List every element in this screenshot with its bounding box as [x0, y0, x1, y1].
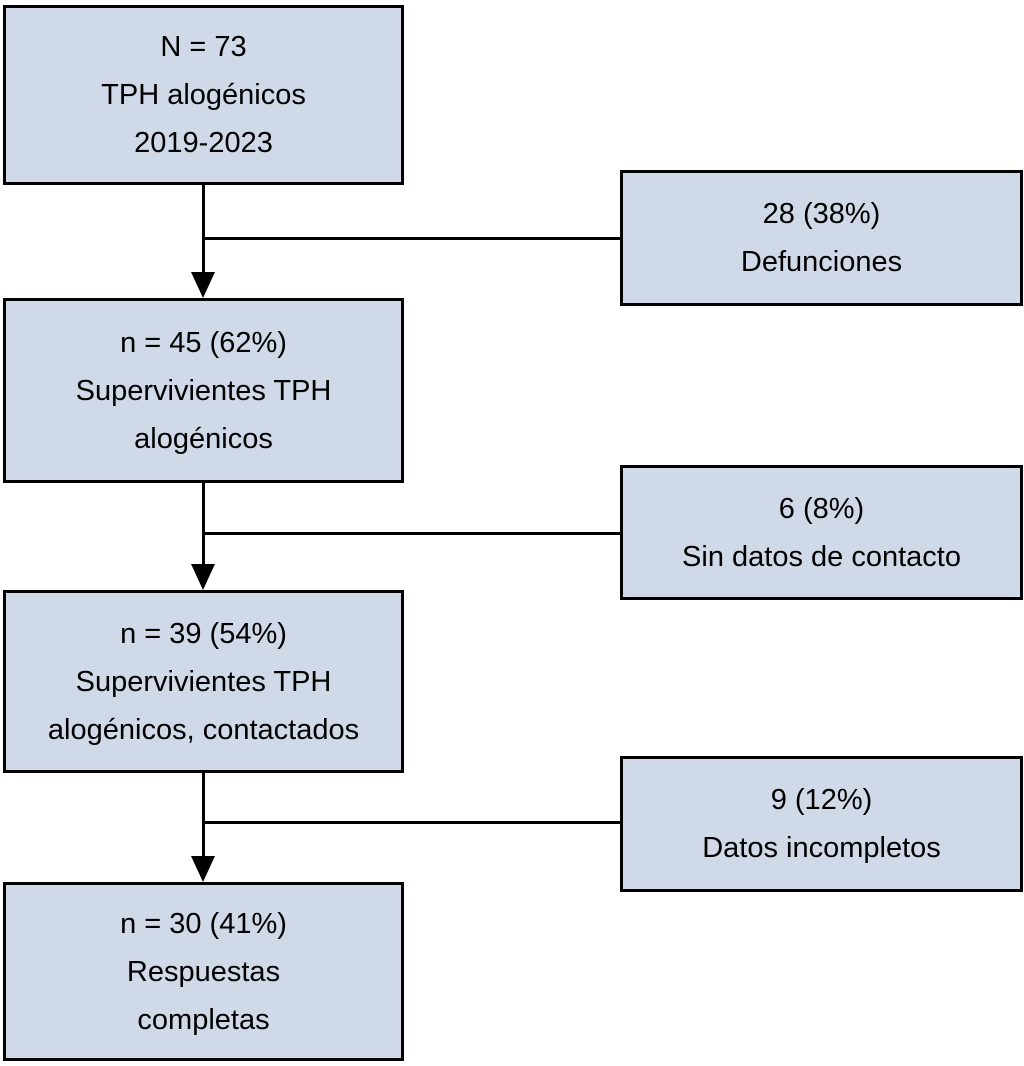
- flow-box-survivors: n = 45 (62%) Supervivientes TPH alogénic…: [3, 298, 404, 483]
- box-text-line: n = 45 (62%): [120, 326, 287, 359]
- arrow-down-icon: [191, 272, 215, 298]
- box-text-line: alogénicos, contactados: [47, 713, 360, 746]
- box-text-line: Respuestas: [126, 955, 281, 988]
- exclusion-box-deaths: 28 (38%) Defunciones: [620, 170, 1023, 306]
- box-text-line: N = 73: [160, 31, 247, 63]
- connector-vertical-line-3: [202, 773, 205, 857]
- box-text-line: 6 (8%): [778, 492, 865, 525]
- exclusion-box-incomplete-data: 9 (12%) Datos incompletos: [620, 756, 1023, 892]
- connector-horizontal-line-3: [203, 821, 620, 824]
- box-text-line: 28 (38%): [762, 198, 881, 230]
- box-text-line: completas: [137, 1003, 270, 1036]
- flow-box-contacted: n = 39 (54%) Supervivientes TPH alogénic…: [3, 590, 404, 773]
- arrow-down-icon: [191, 856, 215, 882]
- connector-horizontal-line-1: [203, 237, 620, 240]
- connector-vertical-line-1: [202, 185, 205, 273]
- box-text-line: 2019-2023: [134, 127, 273, 159]
- arrow-down-icon: [191, 564, 215, 590]
- box-text-line: n = 30 (41%): [120, 907, 287, 940]
- exclusion-box-no-contact: 6 (8%) Sin datos de contacto: [620, 465, 1023, 600]
- box-text-line: Datos incompletos: [702, 832, 941, 864]
- flow-box-complete-responses: n = 30 (41%) Respuestas completas: [3, 882, 404, 1061]
- box-text-line: Sin datos de contacto: [682, 540, 961, 573]
- box-text-line: 9 (12%): [770, 784, 873, 816]
- box-text-line: alogénicos: [134, 422, 273, 455]
- box-text-line: Supervivientes TPH: [75, 665, 332, 698]
- connector-vertical-line-2: [202, 483, 205, 565]
- box-text-line: Supervivientes TPH: [75, 374, 332, 407]
- flow-box-total: N = 73 TPH alogénicos 2019-2023: [3, 5, 404, 185]
- box-text-line: Defunciones: [740, 246, 903, 278]
- box-text-line: TPH alogénicos: [101, 79, 306, 111]
- connector-horizontal-line-2: [203, 532, 620, 535]
- box-text-line: n = 39 (54%): [120, 617, 287, 650]
